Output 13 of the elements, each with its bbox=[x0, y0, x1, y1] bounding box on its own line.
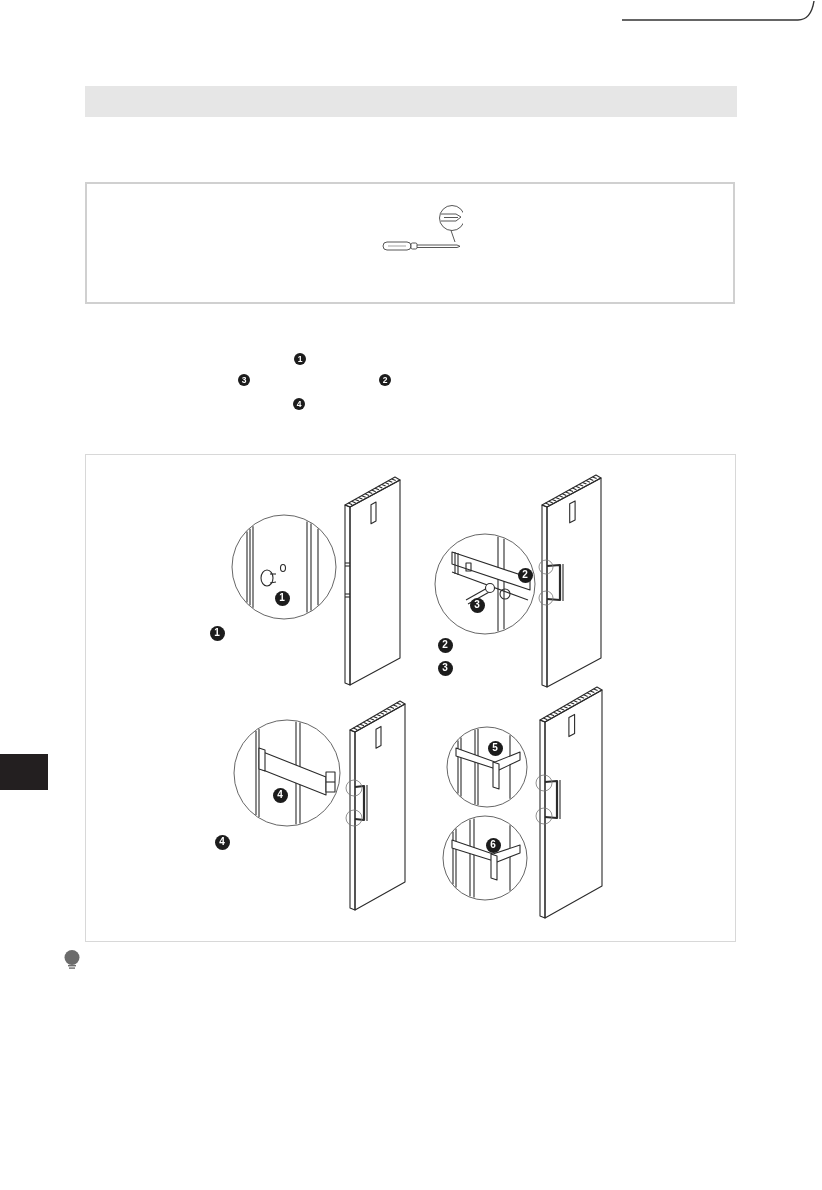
callout-number: 3 bbox=[437, 660, 453, 676]
callout-number: 4 bbox=[214, 834, 230, 850]
callout-number: 3 bbox=[469, 597, 485, 613]
callout-number: 4 bbox=[272, 787, 288, 803]
callout-number: 2 bbox=[437, 637, 453, 653]
callout-number: 5 bbox=[487, 740, 503, 756]
callout-number: 1 bbox=[209, 625, 225, 641]
callout-number: 1 bbox=[294, 353, 306, 365]
callout-number: 4 bbox=[293, 398, 305, 410]
callout-number: 6 bbox=[485, 837, 501, 853]
callout-number: 3 bbox=[238, 374, 250, 386]
callout-number: 1 bbox=[274, 590, 290, 606]
callout-number: 2 bbox=[379, 374, 391, 386]
